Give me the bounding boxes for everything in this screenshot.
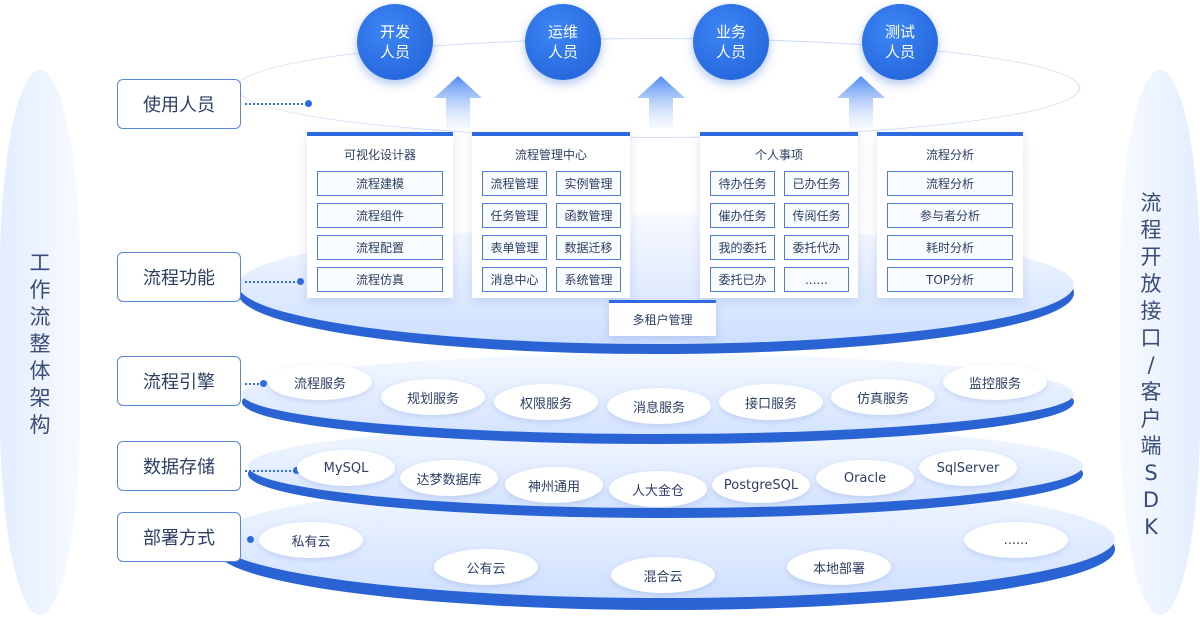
analysis-item[interactable]: 流程分析 xyxy=(887,171,1013,196)
panel-personal: 个人事项 待办任务 已办任务 催办任务 传阅任务 我的委托 委托代办 委托已办 … xyxy=(700,132,858,298)
engine-service: 规划服务 xyxy=(381,379,485,415)
arrow-up-icon xyxy=(434,76,482,128)
storage-db: SqlServer xyxy=(919,450,1017,486)
engine-service: 权限服务 xyxy=(494,384,598,420)
designer-item[interactable]: 流程建模 xyxy=(317,171,443,196)
arrow-up-icon xyxy=(637,76,685,128)
left-sidebar xyxy=(0,70,80,615)
personal-item[interactable]: 催办任务 xyxy=(710,203,775,228)
deploy-option: 混合云 xyxy=(611,557,715,593)
multi-tenant-box[interactable]: 多租户管理 xyxy=(609,300,716,336)
left-sidebar-title: 工作流整体架构 xyxy=(29,251,51,437)
center-item[interactable]: 流程管理 xyxy=(482,171,547,196)
designer-item[interactable]: 流程配置 xyxy=(317,235,443,260)
personal-item[interactable]: 已办任务 xyxy=(784,171,849,196)
engine-service: 流程服务 xyxy=(268,364,372,400)
center-item[interactable]: 表单管理 xyxy=(482,235,547,260)
center-item[interactable]: 实例管理 xyxy=(556,171,621,196)
designer-item[interactable]: 流程仿真 xyxy=(317,267,443,292)
center-item[interactable]: 消息中心 xyxy=(482,267,547,292)
analysis-item[interactable]: 耗时分析 xyxy=(887,235,1013,260)
personal-item[interactable]: 传阅任务 xyxy=(784,203,849,228)
center-item[interactable]: 数据迁移 xyxy=(556,235,621,260)
deploy-option: ...... xyxy=(964,522,1068,558)
engine-service: 接口服务 xyxy=(719,384,823,420)
layer-label-engine: 流程引擎 xyxy=(117,356,241,406)
center-item[interactable]: 任务管理 xyxy=(482,203,547,228)
personal-item[interactable]: 待办任务 xyxy=(710,171,775,196)
panel-center: 流程管理中心 流程管理 实例管理 任务管理 函数管理 表单管理 数据迁移 消息中… xyxy=(472,132,630,298)
engine-service: 监控服务 xyxy=(943,364,1047,400)
storage-db: Oracle xyxy=(816,460,914,496)
storage-db: PostgreSQL xyxy=(712,467,810,503)
layer-label-storage: 数据存储 xyxy=(117,441,241,491)
user-tester: 测试人员 xyxy=(862,4,938,80)
designer-item[interactable]: 流程组件 xyxy=(317,203,443,228)
personal-item[interactable]: 委托已办 xyxy=(710,267,775,292)
user-business: 业务人员 xyxy=(693,4,769,80)
center-item[interactable]: 函数管理 xyxy=(556,203,621,228)
personal-item[interactable]: 我的委托 xyxy=(710,235,775,260)
deploy-option: 本地部署 xyxy=(787,549,891,585)
layer-label-users: 使用人员 xyxy=(117,79,241,129)
personal-item[interactable]: ...... xyxy=(784,267,849,292)
personal-item[interactable]: 委托代办 xyxy=(784,235,849,260)
storage-db: 人大金仓 xyxy=(609,471,707,507)
storage-db: 达梦数据库 xyxy=(400,460,498,496)
panel-title: 流程分析 xyxy=(925,148,974,162)
layer-label-deploy: 部署方式 xyxy=(117,512,241,562)
analysis-item[interactable]: TOP分析 xyxy=(887,267,1013,292)
storage-db: 神州通用 xyxy=(505,467,603,503)
deploy-option: 公有云 xyxy=(434,549,538,585)
panel-title: 可视化设计器 xyxy=(343,148,416,162)
panel-title: 个人事项 xyxy=(754,148,803,162)
deploy-option: 私有云 xyxy=(259,522,363,558)
right-sidebar xyxy=(1120,70,1200,615)
engine-service: 消息服务 xyxy=(607,388,711,424)
panel-analysis: 流程分析 流程分析 参与者分析 耗时分析 TOP分析 xyxy=(877,132,1023,298)
panel-title: 流程管理中心 xyxy=(514,148,587,162)
center-column xyxy=(632,215,699,300)
layer-label-functions: 流程功能 xyxy=(117,252,241,302)
analysis-item[interactable]: 参与者分析 xyxy=(887,203,1013,228)
user-developer: 开发人员 xyxy=(357,4,433,80)
panel-designer: 可视化设计器 流程建模 流程组件 流程配置 流程仿真 xyxy=(307,132,453,298)
engine-service: 仿真服务 xyxy=(831,379,935,415)
center-item[interactable]: 系统管理 xyxy=(556,267,621,292)
arrow-up-icon xyxy=(837,76,885,128)
user-ops: 运维人员 xyxy=(525,4,601,80)
storage-db: MySQL xyxy=(297,450,395,486)
up-arrows xyxy=(434,76,885,128)
